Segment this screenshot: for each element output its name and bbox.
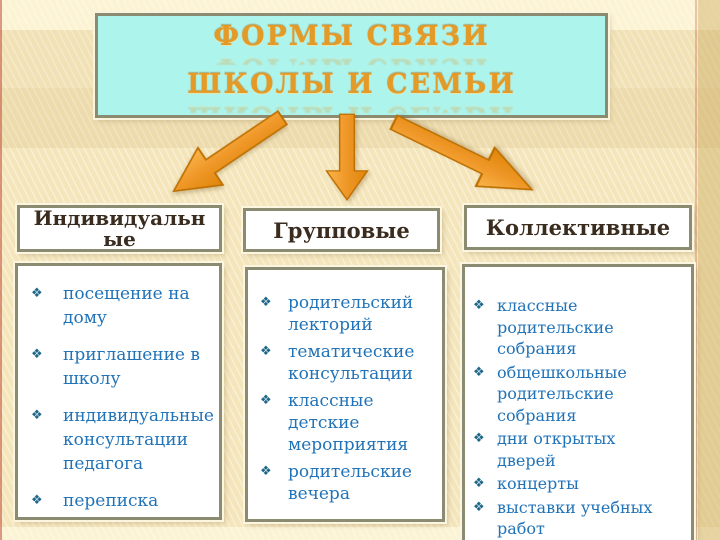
list-item: ❖ концерты bbox=[473, 474, 579, 493]
header-individual: Индивидуальн ые bbox=[17, 205, 222, 252]
down-right-arrow-icon bbox=[389, 114, 534, 191]
list-group: ❖ родительский лекторий ❖ тематические к… bbox=[245, 267, 445, 522]
header-group-label: Групповые bbox=[273, 217, 410, 243]
bullet-diamond-icon: ❖ bbox=[260, 295, 272, 310]
list-collective: ❖ классные родительские собрания ❖ общеш… bbox=[462, 264, 694, 540]
bullet-diamond-icon: ❖ bbox=[473, 499, 485, 515]
header-individual-label: Индивидуальн ые bbox=[33, 205, 206, 251]
list-item: ❖ посещение на дому bbox=[31, 284, 190, 328]
down-arrow-icon bbox=[325, 113, 369, 201]
down-left-arrow-icon bbox=[172, 109, 289, 193]
list-individual: ❖ посещение на дому ❖ приглашение в школ… bbox=[15, 263, 222, 520]
bullet-diamond-icon: ❖ bbox=[260, 464, 272, 479]
list-item: ❖ переписка bbox=[31, 491, 159, 511]
bullet-diamond-icon: ❖ bbox=[473, 476, 485, 491]
title-line-1: ФОРМЫ СВЯЗИ ФОРМЫ СВЯЗИ bbox=[98, 22, 605, 66]
list-item: ❖ дни открытых дверей bbox=[473, 429, 616, 470]
right-accent-line bbox=[695, 0, 697, 540]
list-item: ❖ родительский лекторий bbox=[260, 293, 414, 335]
bullet-diamond-icon: ❖ bbox=[473, 298, 485, 313]
title-line-2-reflection: ШКОЛЫ И СЕМЬИ bbox=[98, 100, 605, 113]
list-item: ❖ тематические консультации bbox=[260, 342, 415, 384]
list-item: ❖ выставки учебных работ bbox=[473, 497, 653, 539]
list-item: ❖ индивидуальные консультации педагога bbox=[31, 406, 214, 474]
background-band-right bbox=[698, 0, 720, 540]
title-line-1-reflection: ФОРМЫ СВЯЗИ bbox=[98, 52, 605, 65]
list-item: ❖ классные детские мероприятия bbox=[260, 391, 409, 455]
header-collective: Коллективные bbox=[464, 205, 692, 250]
header-group: Групповые bbox=[243, 208, 440, 252]
bullet-diamond-icon: ❖ bbox=[31, 408, 43, 423]
list-item: ❖ общешкольные родительские собрания bbox=[473, 362, 627, 425]
bullet-diamond-icon: ❖ bbox=[31, 493, 43, 508]
bullet-diamond-icon: ❖ bbox=[260, 393, 272, 408]
bullet-diamond-icon: ❖ bbox=[31, 286, 43, 301]
title-line-2: ШКОЛЫ И СЕМЬИ ШКОЛЫ И СЕМЬИ bbox=[98, 70, 605, 114]
left-accent-line bbox=[0, 0, 2, 540]
list-item: ❖ родительские вечера bbox=[260, 462, 412, 504]
bullet-diamond-icon: ❖ bbox=[31, 347, 43, 362]
list-item: ❖ приглашение в школу bbox=[31, 345, 200, 389]
bullet-diamond-icon: ❖ bbox=[260, 344, 272, 359]
title-box: ФОРМЫ СВЯЗИ ФОРМЫ СВЯЗИ ШКОЛЫ И СЕМЬИ ШК… bbox=[95, 13, 608, 118]
bullet-diamond-icon: ❖ bbox=[473, 364, 485, 380]
list-item: ❖ классные родительские собрания bbox=[473, 296, 614, 358]
bullet-diamond-icon: ❖ bbox=[473, 431, 485, 446]
header-collective-label: Коллективные bbox=[485, 215, 671, 240]
